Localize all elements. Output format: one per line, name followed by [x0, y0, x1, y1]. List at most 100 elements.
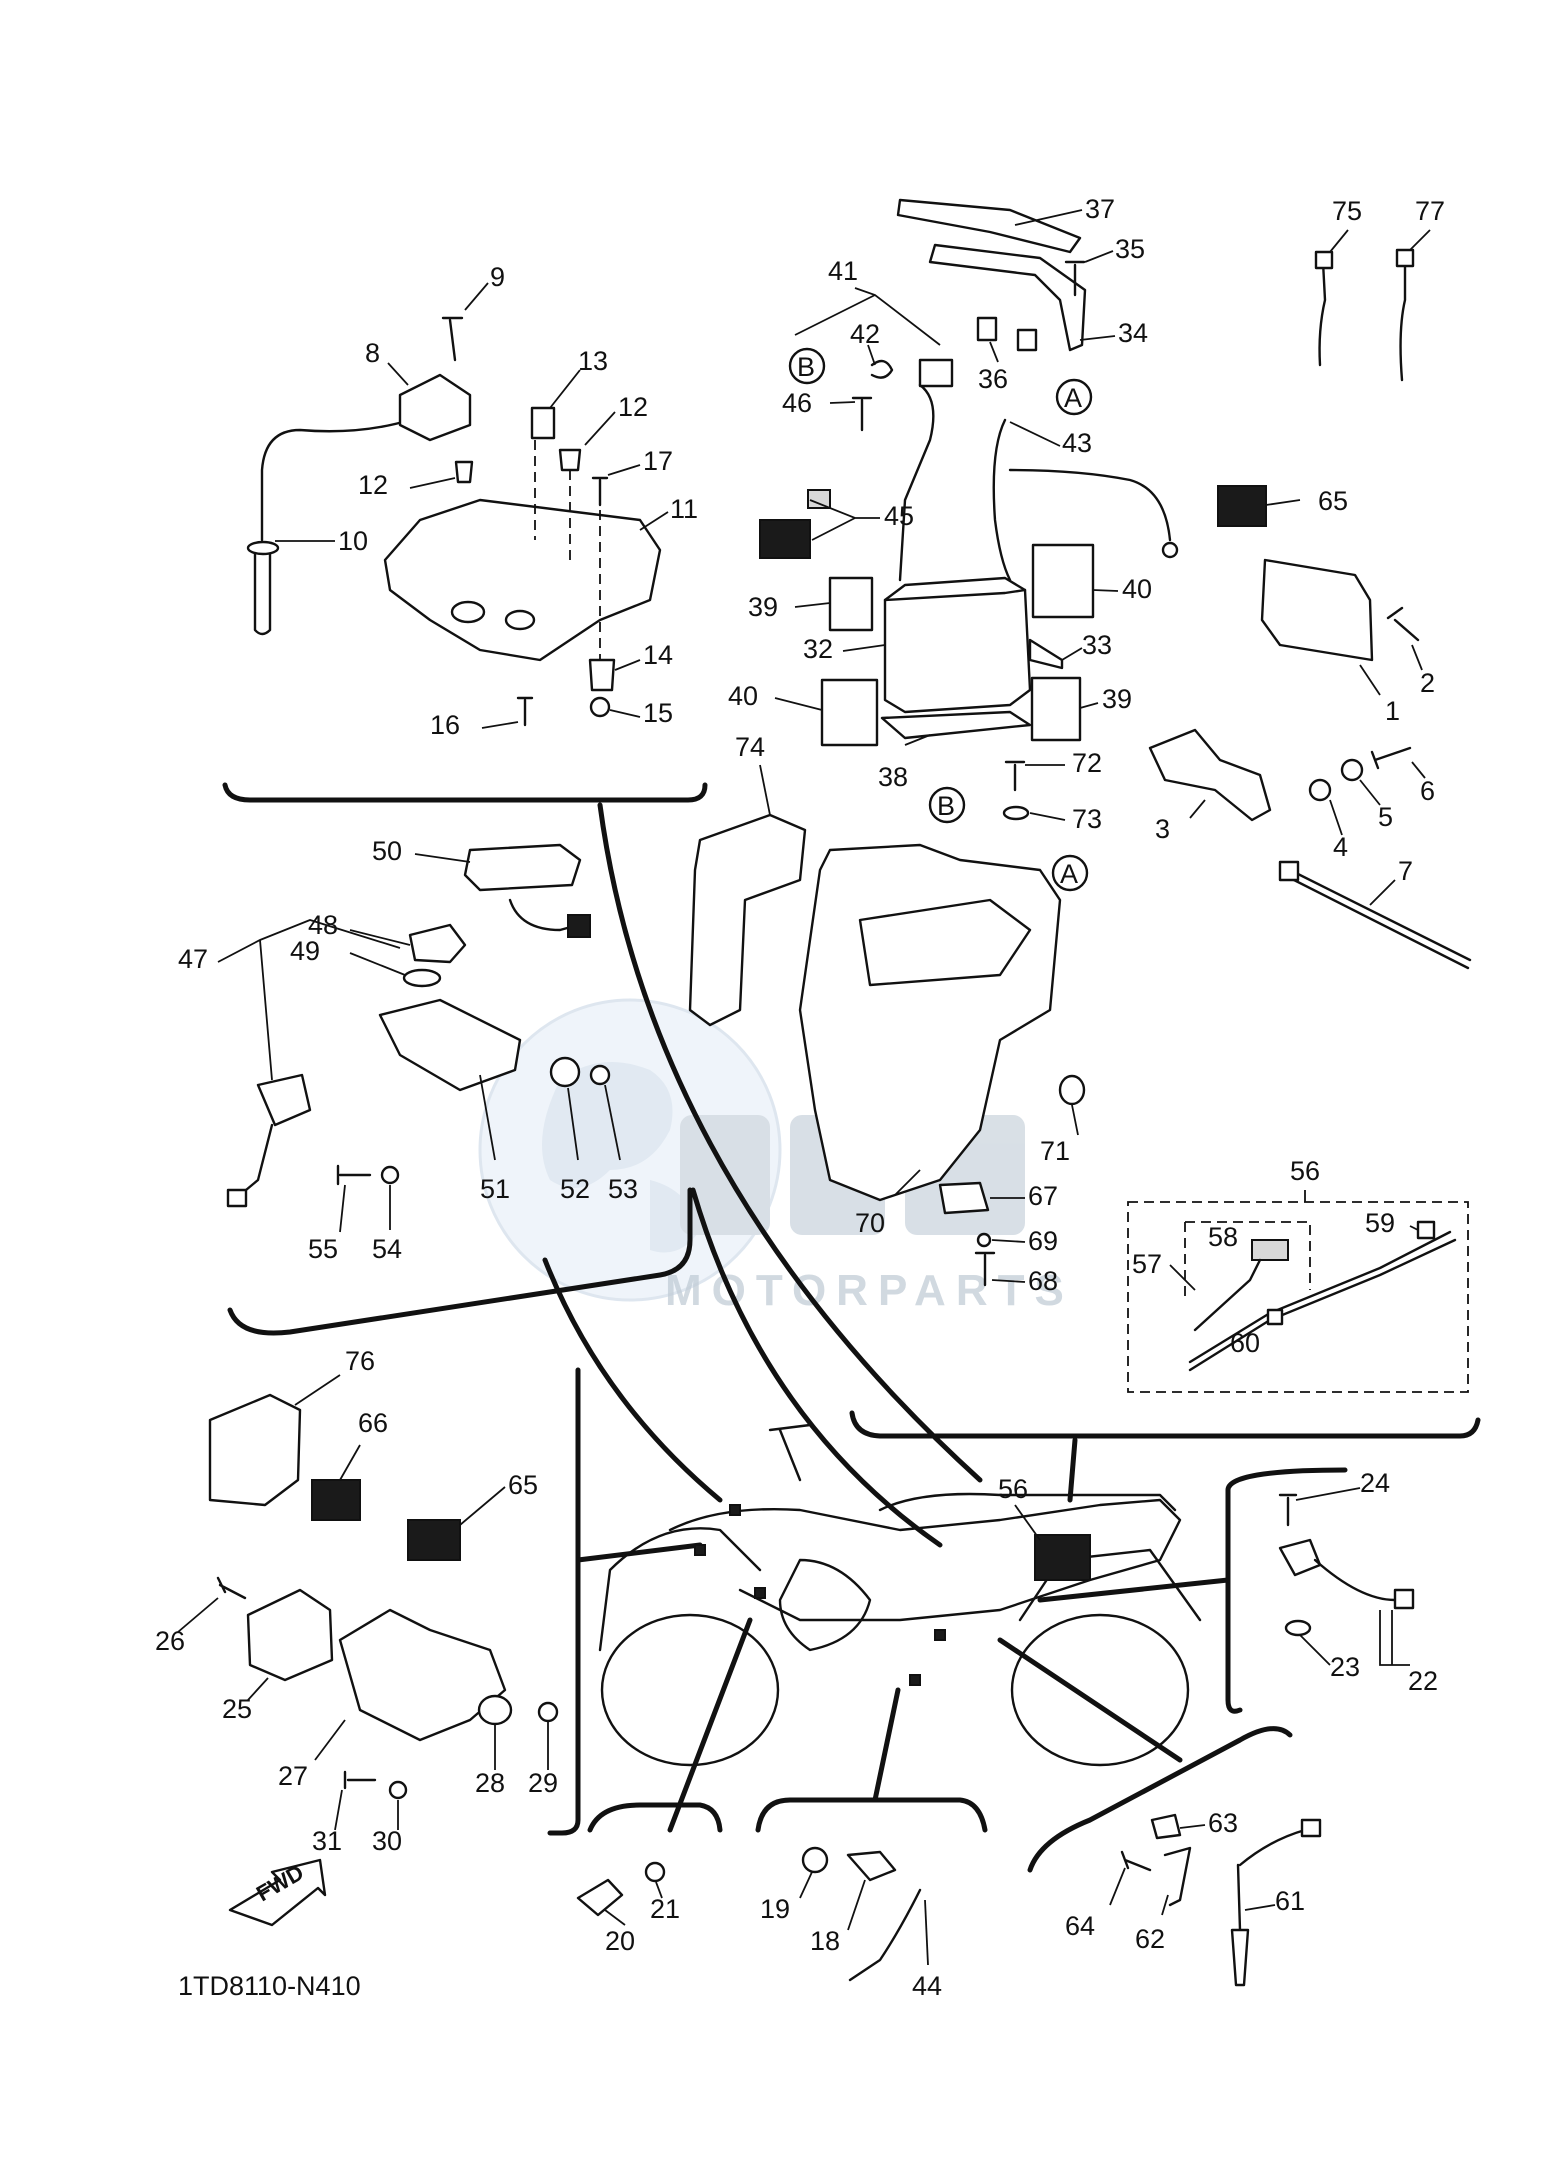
vehicle-fender-rear [1018, 1548, 1202, 1622]
part-22-sensor [1278, 1538, 1322, 1577]
part-10-lead-wire [260, 418, 412, 542]
part-67-connector [938, 1181, 990, 1215]
leader-74 [759, 764, 771, 816]
part-66-relay [311, 1479, 361, 1521]
vehicle-handlebar [768, 1423, 812, 1482]
callout-23: 23 [1330, 1652, 1360, 1682]
callout-70: 70 [855, 1208, 885, 1238]
leader-12b [409, 477, 456, 489]
leader-71 [1071, 1104, 1079, 1136]
harness-subframe [1184, 1221, 1311, 1300]
callout-16: 16 [430, 710, 460, 740]
callout-35: 35 [1115, 234, 1145, 264]
callout-47: 47 [178, 944, 208, 974]
callout-37: 37 [1085, 194, 1115, 224]
part-34-battery-band [928, 243, 1087, 352]
ref-mark-a-box-circle [1051, 854, 1089, 892]
part-77-band [1399, 260, 1407, 382]
part-22-lead [1313, 1558, 1397, 1602]
part-1-ecu [1260, 558, 1374, 662]
part-29-collar [537, 1701, 559, 1723]
leader-37 [1014, 209, 1083, 226]
leader-47 [217, 919, 401, 1081]
callout-75: 75 [1332, 196, 1362, 226]
part-62-bracket [1163, 1846, 1192, 1907]
part-2-bolt [1386, 606, 1420, 642]
callout-6: 6 [1420, 776, 1435, 806]
callout-15: 15 [643, 698, 673, 728]
part-56-harness [1188, 1238, 1457, 1372]
callout-labels: 1 2 3 4 5 6 7 8 9 10 11 12 12 13 14 15 1… [155, 194, 1445, 2001]
reference-marks: B A B A [788, 347, 1093, 892]
callout-48: 48 [308, 910, 338, 940]
part-63-cap [1150, 1813, 1182, 1840]
watermark-continent [542, 1062, 700, 1253]
part-26-bolt [216, 1576, 247, 1600]
callout-72: 72 [1072, 748, 1102, 778]
callout-30: 30 [372, 1826, 402, 1856]
part-76-cover [208, 1393, 302, 1507]
part-38-tray [880, 710, 1032, 740]
harness-panel-frame [1127, 1201, 1469, 1393]
part-17-bolt [591, 476, 609, 507]
part-25-regulator [246, 1588, 334, 1682]
leader-20 [604, 1909, 626, 1926]
leader-7 [1369, 879, 1396, 906]
fwd-arrow-shape [228, 1858, 327, 1927]
callout-67: 67 [1028, 1181, 1058, 1211]
part-61-coupler [1300, 1818, 1322, 1838]
regulator-group [208, 1393, 559, 1800]
part-50-coupler [567, 914, 591, 938]
callout-40b: 40 [1122, 574, 1152, 604]
leader-52 [567, 1087, 579, 1161]
part-45-relay-b [807, 489, 831, 509]
part-70-box-inner [858, 898, 1032, 987]
callout-61: 61 [1275, 1886, 1305, 1916]
leader-61 [1244, 1904, 1276, 1911]
leader-27 [314, 1719, 346, 1761]
sensor-group [576, 1493, 1415, 1987]
leader-56-vehicle [1014, 1504, 1041, 1541]
callout-50: 50 [372, 836, 402, 866]
callout-58: 58 [1208, 1222, 1238, 1252]
leader-43 [1009, 421, 1061, 447]
leader-26 [177, 1597, 219, 1633]
part-43-cable [992, 418, 1172, 582]
leader-35 [1084, 250, 1114, 263]
callout-38: 38 [878, 762, 908, 792]
callout-29: 29 [528, 1768, 558, 1798]
leader-50 [414, 853, 471, 863]
part-60-connector [1266, 1308, 1284, 1326]
part-41-terminal-cover [918, 358, 954, 388]
part-64-bolt [1120, 1850, 1152, 1872]
boundary-right-lower [1225, 1467, 1348, 1714]
part-71-grommet [1058, 1074, 1086, 1106]
leader-53 [604, 1084, 621, 1161]
callout-32: 32 [803, 634, 833, 664]
part-18-switch [846, 1850, 897, 1882]
callout-26: 26 [155, 1626, 185, 1656]
callout-24: 24 [1360, 1468, 1390, 1498]
leader-22 [1379, 1610, 1410, 1666]
callout-39b: 39 [1102, 684, 1132, 714]
callout-57: 57 [1132, 1249, 1162, 1279]
callout-40a: 40 [728, 681, 758, 711]
part-19-washer [801, 1846, 829, 1874]
leader-65-lower [459, 1486, 506, 1526]
forward-arrow: FWD [228, 1858, 327, 1927]
part-53-collar [589, 1064, 611, 1086]
vehicle-wheel-front [600, 1613, 780, 1767]
leader-12a [584, 411, 616, 446]
leader-36 [989, 341, 999, 363]
callout-46: 46 [782, 388, 812, 418]
callout-34: 34 [1118, 318, 1148, 348]
vehicle-wheel-rear [1010, 1613, 1190, 1767]
leader-68 [991, 1279, 1026, 1283]
leader-39b [1079, 702, 1099, 709]
callout-3: 3 [1155, 814, 1170, 844]
leader-34 [1079, 335, 1116, 341]
part-74-cover [688, 813, 807, 1027]
part-73-collar [1002, 805, 1030, 821]
callout-18: 18 [810, 1926, 840, 1956]
